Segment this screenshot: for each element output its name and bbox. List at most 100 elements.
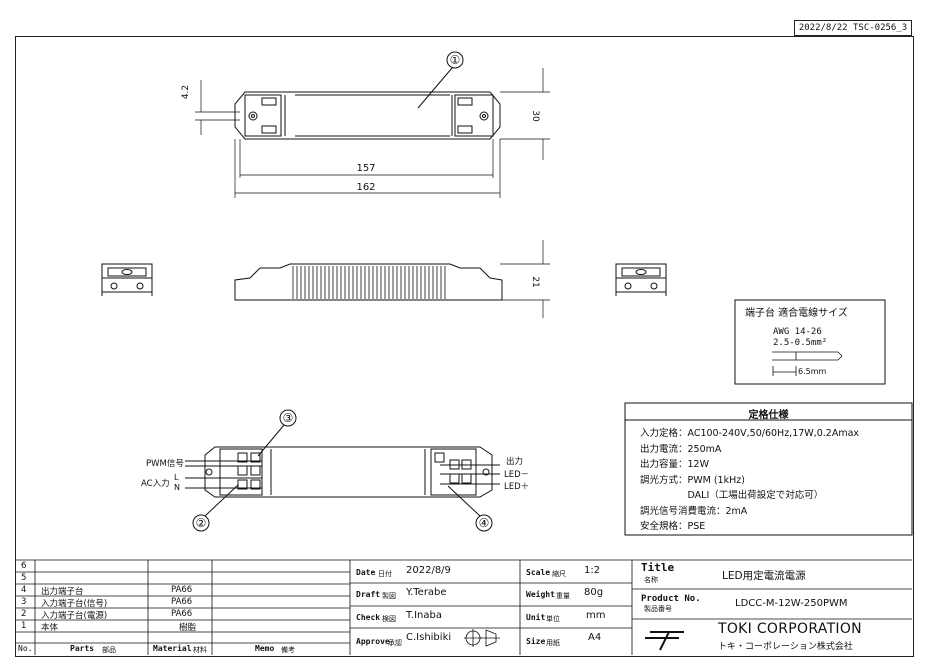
header-no: No. <box>18 644 33 653</box>
wire-box-title: 端子台 適合電線サイズ <box>745 308 848 319</box>
date-label-jp: 日付 <box>378 570 392 578</box>
date-value: 2022/8/9 <box>406 565 451 576</box>
title-label: Title <box>641 561 675 574</box>
ac-n-label: N <box>174 483 180 492</box>
spec-box <box>624 402 913 536</box>
row-part: 入力端子台(信号) <box>41 599 108 609</box>
spec-line: 調光信号消費電流：2mA <box>640 505 748 517</box>
dim-162: 162 <box>356 182 375 193</box>
scale-block: Scale 縮尺 1:2 Weight 重量 80g Unit 単位 mm Si… <box>520 560 632 655</box>
size-label-jp: 用紙 <box>546 639 560 647</box>
row-material: PA66 <box>171 609 193 619</box>
spec-title: 定格仕様 <box>748 410 789 421</box>
ac-input-label: AC入力 <box>141 479 170 489</box>
spec-line: 入力定格：AC100-240V,50/60Hz,17W,0.2Amax <box>640 428 860 439</box>
header-memo: Memo <box>255 644 275 653</box>
end-view-right <box>615 263 667 296</box>
spec-line: 調光方式：PWM (1kHz) <box>640 474 745 486</box>
spec-lines: 入力定格：AC100-240V,50/60Hz,17W,0.2Amax 出力電流… <box>640 426 859 535</box>
check-label-jp: 検図 <box>382 615 396 623</box>
product-label-jp: 製品番号 <box>644 605 672 613</box>
approve-label-jp: 承認 <box>388 639 402 647</box>
doc-ref-box: 2022/8/22 TSC-0256_3 <box>794 20 912 36</box>
row-no: 1 <box>21 621 27 631</box>
header-parts-jp: 部品 <box>102 646 116 654</box>
top-view <box>195 51 550 198</box>
company-name: TOKI CORPORATION <box>718 621 862 637</box>
title-value: LED用定電流電源 <box>722 570 806 582</box>
callout-3: ③ <box>283 411 294 425</box>
dim-hole-4-2: 4.2 <box>181 85 191 99</box>
doc-ref: 2022/8/22 TSC-0256_3 <box>798 23 908 33</box>
spec-line: 出力電流：250mA <box>640 443 722 455</box>
check-label: Check <box>356 613 381 622</box>
unit-label: Unit <box>526 613 546 622</box>
title-block: Title 名称 LED用定電流電源 Product No. 製品番号 LDCC… <box>632 560 912 655</box>
end-view-left <box>101 263 153 296</box>
draft-value: Y.Terabe <box>406 587 447 598</box>
approve-value: C.Ishibiki <box>406 632 452 643</box>
product-label: Product No. <box>641 594 701 604</box>
table-header: No. Parts 部品 Material 材料 Memo 備考 <box>15 643 350 655</box>
row-no: 4 <box>21 585 27 595</box>
weight-label: Weight <box>526 590 555 599</box>
dim-height-30: 30 <box>530 110 540 122</box>
wire-size-box <box>734 299 886 385</box>
draft-label-jp: 製図 <box>382 592 396 600</box>
wiring-view <box>185 409 500 532</box>
title-label-jp: 名称 <box>644 576 658 584</box>
wire-awg: AWG 14-26 <box>773 327 822 337</box>
drawing-frame <box>15 36 914 657</box>
header-parts: Parts <box>70 644 95 653</box>
wire-strip: 6.5mm <box>798 367 827 376</box>
callout-4: ④ <box>479 516 490 530</box>
spec-line: DALI（工場出荷設定で対応可） <box>640 490 824 501</box>
row-material: 樹脂 <box>179 623 197 633</box>
wire-diagram <box>772 351 843 376</box>
weight-value: 80g <box>584 587 604 598</box>
row-part: 本体 <box>41 623 59 633</box>
size-label: Size <box>526 637 546 646</box>
scale-label-jp: 縮尺 <box>552 570 566 578</box>
date-label: Date <box>356 568 376 577</box>
top-callout-1: ① <box>450 53 461 67</box>
row-material: PA66 <box>171 597 193 607</box>
spec-line: 安全規格：PSE <box>640 521 706 532</box>
scale-value: 1:2 <box>584 565 601 576</box>
unit-label-jp: 単位 <box>546 615 560 623</box>
row-no: 6 <box>21 561 27 571</box>
output-label: 出力 <box>506 457 524 467</box>
approve-label: Approve <box>356 637 390 646</box>
side-view <box>234 240 550 318</box>
row-part: 出力端子台 <box>41 587 84 597</box>
spec-line: 出力容量：12W <box>640 459 709 470</box>
dim-157: 157 <box>356 163 375 174</box>
company-name-jp: トキ・コーポレーション株式会社 <box>718 642 853 652</box>
product-value: LDCC-M-12W-250PWM <box>735 598 848 609</box>
header-material-jp: 材料 <box>193 646 207 654</box>
row-part: 入力端子台(電源) <box>41 611 108 621</box>
size-value: A4 <box>588 632 602 643</box>
row-no: 2 <box>21 609 27 619</box>
ac-l-label: L <box>174 473 179 482</box>
header-material: Material <box>153 644 192 653</box>
wire-size: 2.5-0.5mm² <box>773 338 828 348</box>
dim-height-21: 21 <box>530 276 540 287</box>
led-minus-label: LED－ <box>504 470 530 480</box>
scale-label: Scale <box>526 568 551 577</box>
pwm-signal-label: PWM信号 <box>146 459 184 469</box>
check-value: T.Inaba <box>406 610 442 621</box>
unit-value: mm <box>586 610 606 621</box>
draft-label: Draft <box>356 590 381 599</box>
title-block-grid <box>15 559 912 655</box>
row-no: 5 <box>21 573 27 583</box>
row-material: PA66 <box>171 585 193 595</box>
callout-2: ② <box>196 516 207 530</box>
toki-logo-icon <box>645 631 684 651</box>
row-no: 3 <box>21 597 27 607</box>
led-plus-label: LED＋ <box>504 482 530 492</box>
weight-label-jp: 重量 <box>556 592 570 600</box>
approval-block: Date 日付 2022/8/9 Draft 製図 Y.Terabe Check… <box>350 560 520 655</box>
header-memo-jp: 備考 <box>281 646 295 654</box>
